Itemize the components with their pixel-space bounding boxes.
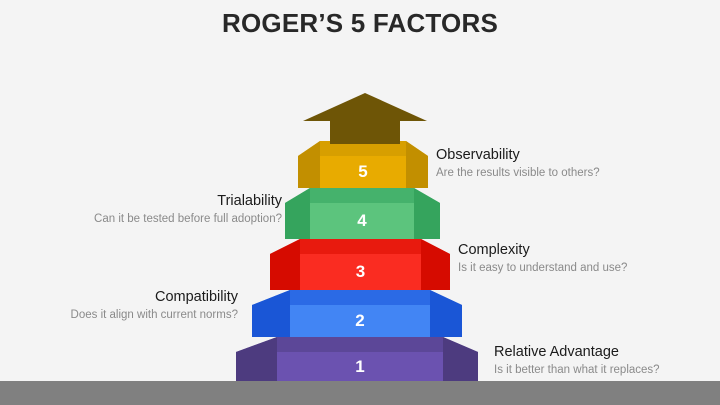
callout-trialability[interactable]: Trialability Can it be tested before ful… bbox=[32, 192, 282, 227]
level-1-front-face bbox=[277, 352, 443, 381]
level-3-right-face bbox=[421, 239, 450, 290]
callout-complexity-title: Complexity bbox=[458, 242, 530, 258]
level-5-right-face bbox=[406, 141, 428, 188]
pyramid-level-3[interactable] bbox=[270, 239, 450, 290]
callout-complexity[interactable]: Complexity Is it easy to understand and … bbox=[458, 241, 708, 276]
callout-compatibility-question: Does it align with current norms? bbox=[70, 309, 238, 322]
level-1-right-face bbox=[443, 337, 478, 381]
level-5-top-face bbox=[298, 141, 428, 156]
page-title: ROGER’S 5 FACTORS bbox=[222, 8, 498, 38]
callout-relative-advantage[interactable]: Relative Advantage Is it better than wha… bbox=[494, 343, 720, 378]
callout-trialability-question: Can it be tested before full adoption? bbox=[94, 213, 282, 226]
apex-roof-triangle bbox=[303, 93, 427, 121]
pyramid-level-2[interactable] bbox=[252, 290, 462, 337]
callout-compatibility[interactable]: Compatibility Does it align with current… bbox=[0, 288, 238, 323]
level-4-left-face bbox=[285, 188, 310, 239]
level-4-front-face bbox=[310, 203, 414, 239]
callout-relative-advantage-question: Is it better than what it replaces? bbox=[494, 364, 660, 377]
footer-bar bbox=[0, 381, 720, 405]
level-2-front-face bbox=[290, 305, 430, 337]
level-5-front-face bbox=[320, 156, 406, 188]
level-2-right-face bbox=[430, 290, 462, 337]
apex-roof-body bbox=[330, 118, 400, 144]
apex-roof-icon bbox=[303, 93, 427, 144]
callout-trialability-title: Trialability bbox=[217, 193, 282, 209]
callout-relative-advantage-title: Relative Advantage bbox=[494, 344, 619, 360]
callout-observability-title: Observability bbox=[436, 147, 520, 163]
pyramid-level-5[interactable] bbox=[298, 141, 428, 188]
level-4-right-face bbox=[414, 188, 440, 239]
callout-complexity-question: Is it easy to understand and use? bbox=[458, 262, 628, 275]
pyramid-level-4[interactable] bbox=[285, 188, 440, 239]
level-4-top-face bbox=[285, 188, 440, 203]
level-3-top-face bbox=[270, 239, 450, 254]
level-2-top-face bbox=[252, 290, 462, 305]
level-3-left-face bbox=[270, 239, 300, 290]
level-5-left-face bbox=[298, 141, 320, 188]
level-2-left-face bbox=[252, 290, 290, 337]
pyramid-level-1[interactable] bbox=[236, 337, 478, 381]
level-1-top-face bbox=[236, 337, 478, 352]
level-1-left-face bbox=[236, 337, 277, 381]
level-3-front-face bbox=[300, 254, 421, 290]
callout-observability-question: Are the results visible to others? bbox=[436, 167, 600, 180]
callout-observability[interactable]: Observability Are the results visible to… bbox=[436, 146, 686, 181]
callout-compatibility-title: Compatibility bbox=[155, 289, 238, 305]
